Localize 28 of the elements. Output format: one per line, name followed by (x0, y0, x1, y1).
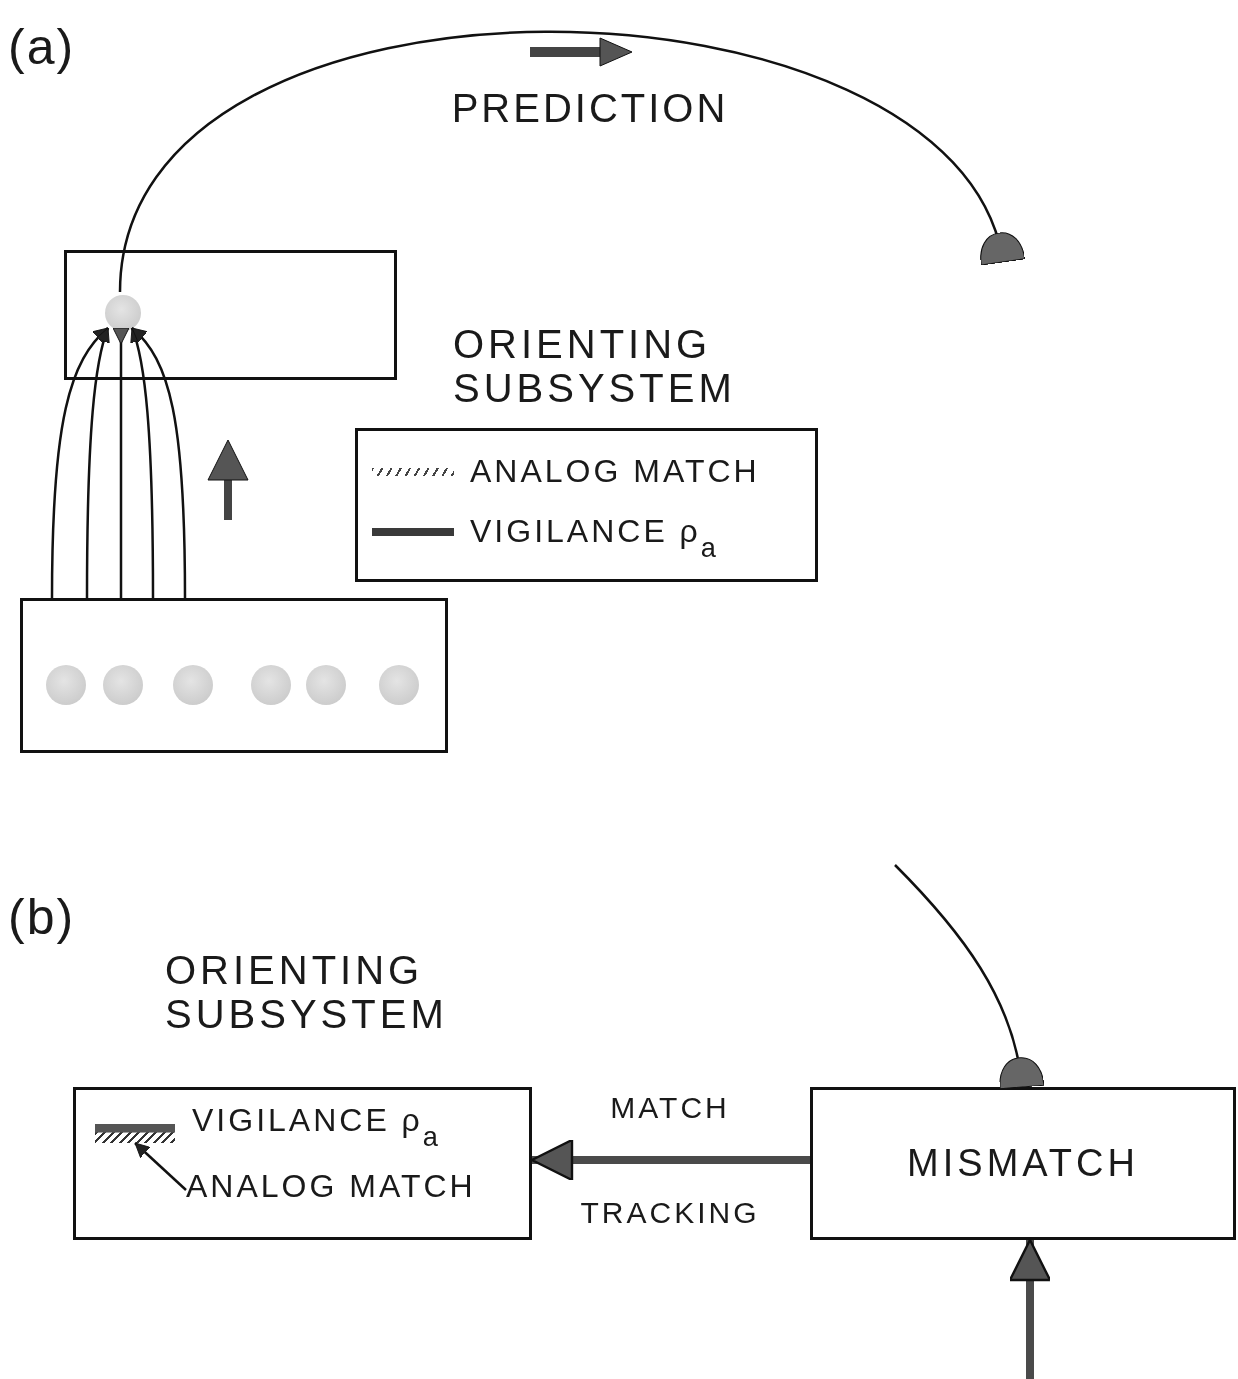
legend-label: ANALOG MATCH (470, 452, 760, 491)
legend-label: VIGILANCE ρ$_{a}$ (470, 512, 719, 565)
group-heading: ORIENTING SUBSYSTEM (165, 948, 449, 1036)
node-circle (306, 665, 346, 705)
connector (50, 327, 109, 598)
text-label: ANALOG MATCH (186, 1166, 516, 1211)
connector (131, 327, 187, 598)
group-heading: ORIENTING SUBSYSTEM (453, 322, 737, 410)
connector (129, 327, 155, 598)
edge-label: MATCH TRACKING (579, 1090, 761, 1231)
connector (112, 327, 130, 598)
panel-label: (a) (8, 18, 76, 76)
node-circle (173, 665, 213, 705)
process-box: MISMATCH (810, 1087, 1236, 1240)
panel-label: (b) (8, 888, 76, 946)
node-circle (46, 665, 86, 705)
node-circle (103, 665, 143, 705)
layer-box (20, 598, 448, 753)
arrow (1008, 1238, 1052, 1379)
layer-box (64, 250, 397, 380)
node-circle (105, 295, 141, 331)
node-circle (251, 665, 291, 705)
hatched-bar (95, 1124, 175, 1143)
node-circle (379, 665, 419, 705)
leader-line (134, 1142, 187, 1191)
text-label: VIGILANCE ρ$_{a}$ (192, 1100, 512, 1162)
edge-label: PREDICTION (450, 85, 730, 132)
connector (85, 327, 111, 598)
